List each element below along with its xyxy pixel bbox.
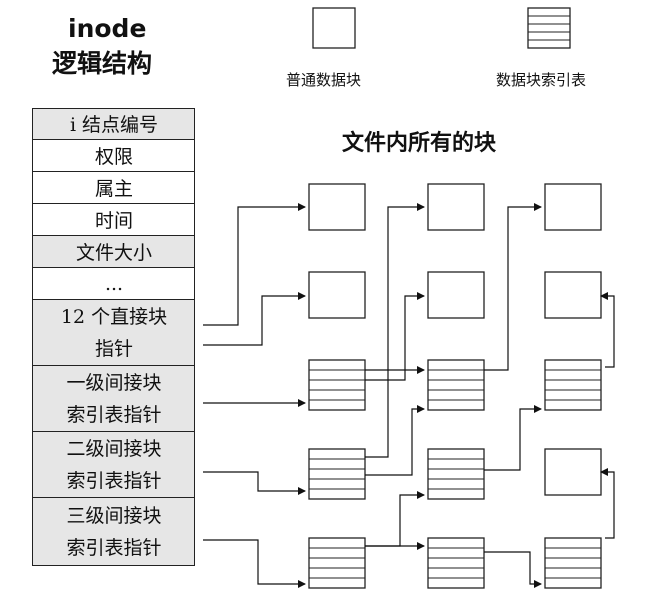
pointer-arrow — [365, 203, 425, 371]
index-block — [427, 359, 485, 411]
inode-field-time: 时间 — [33, 204, 195, 236]
pointer-arrow — [484, 551, 542, 588]
data-block — [427, 183, 485, 231]
inode-field-single-indirect: 一级间接块 索引表指针 — [33, 366, 195, 432]
blocks-heading: 文件内所有的块 — [342, 131, 497, 156]
pointer-arrow — [365, 405, 425, 476]
data-block — [308, 271, 366, 319]
inode-field-ellipsis: ... — [33, 268, 195, 300]
diagram-title-line2: 逻辑结构 — [52, 49, 153, 78]
data-block — [544, 183, 602, 231]
index-block — [544, 359, 602, 411]
inode-field-direct-pointers: 12 个直接块 指针 — [33, 300, 195, 366]
legend-index-block-icon — [527, 7, 571, 49]
legend-data-block-icon — [312, 7, 356, 49]
pointer-arrow — [365, 292, 425, 381]
inode-field-file-size: 文件大小 — [33, 236, 195, 268]
diagram-title-line1: inode — [68, 14, 147, 43]
data-block — [308, 183, 366, 231]
legend-data-block-label: 普通数据块 — [286, 71, 362, 89]
pointer-arrow — [484, 405, 542, 471]
pointer-arrow — [203, 203, 306, 326]
index-block — [308, 359, 366, 411]
inode-field-number: i 结点编号 — [33, 108, 195, 140]
inode-field-double-indirect: 二级间接块 索引表指针 — [33, 432, 195, 498]
legend-index-block-label: 数据块索引表 — [496, 71, 587, 89]
index-block — [308, 448, 366, 500]
pointer-arrow — [203, 539, 306, 588]
pointer-arrow — [203, 292, 306, 346]
data-block — [544, 271, 602, 319]
pointer-arrow — [600, 292, 615, 368]
pointer-arrow — [484, 203, 542, 371]
index-block — [308, 537, 366, 589]
pointer-arrow — [365, 366, 425, 458]
index-block — [544, 537, 602, 589]
data-block — [544, 448, 602, 496]
pointer-arrow — [203, 471, 306, 495]
index-block — [427, 448, 485, 500]
inode-field-permissions: 权限 — [33, 140, 195, 172]
pointer-arrow — [365, 491, 425, 547]
inode-field-triple-indirect: 三级间接块 索引表指针 — [33, 498, 195, 566]
data-block — [427, 271, 485, 319]
index-block — [427, 537, 485, 589]
pointer-arrow — [600, 468, 615, 539]
inode-field-owner: 属主 — [33, 172, 195, 204]
